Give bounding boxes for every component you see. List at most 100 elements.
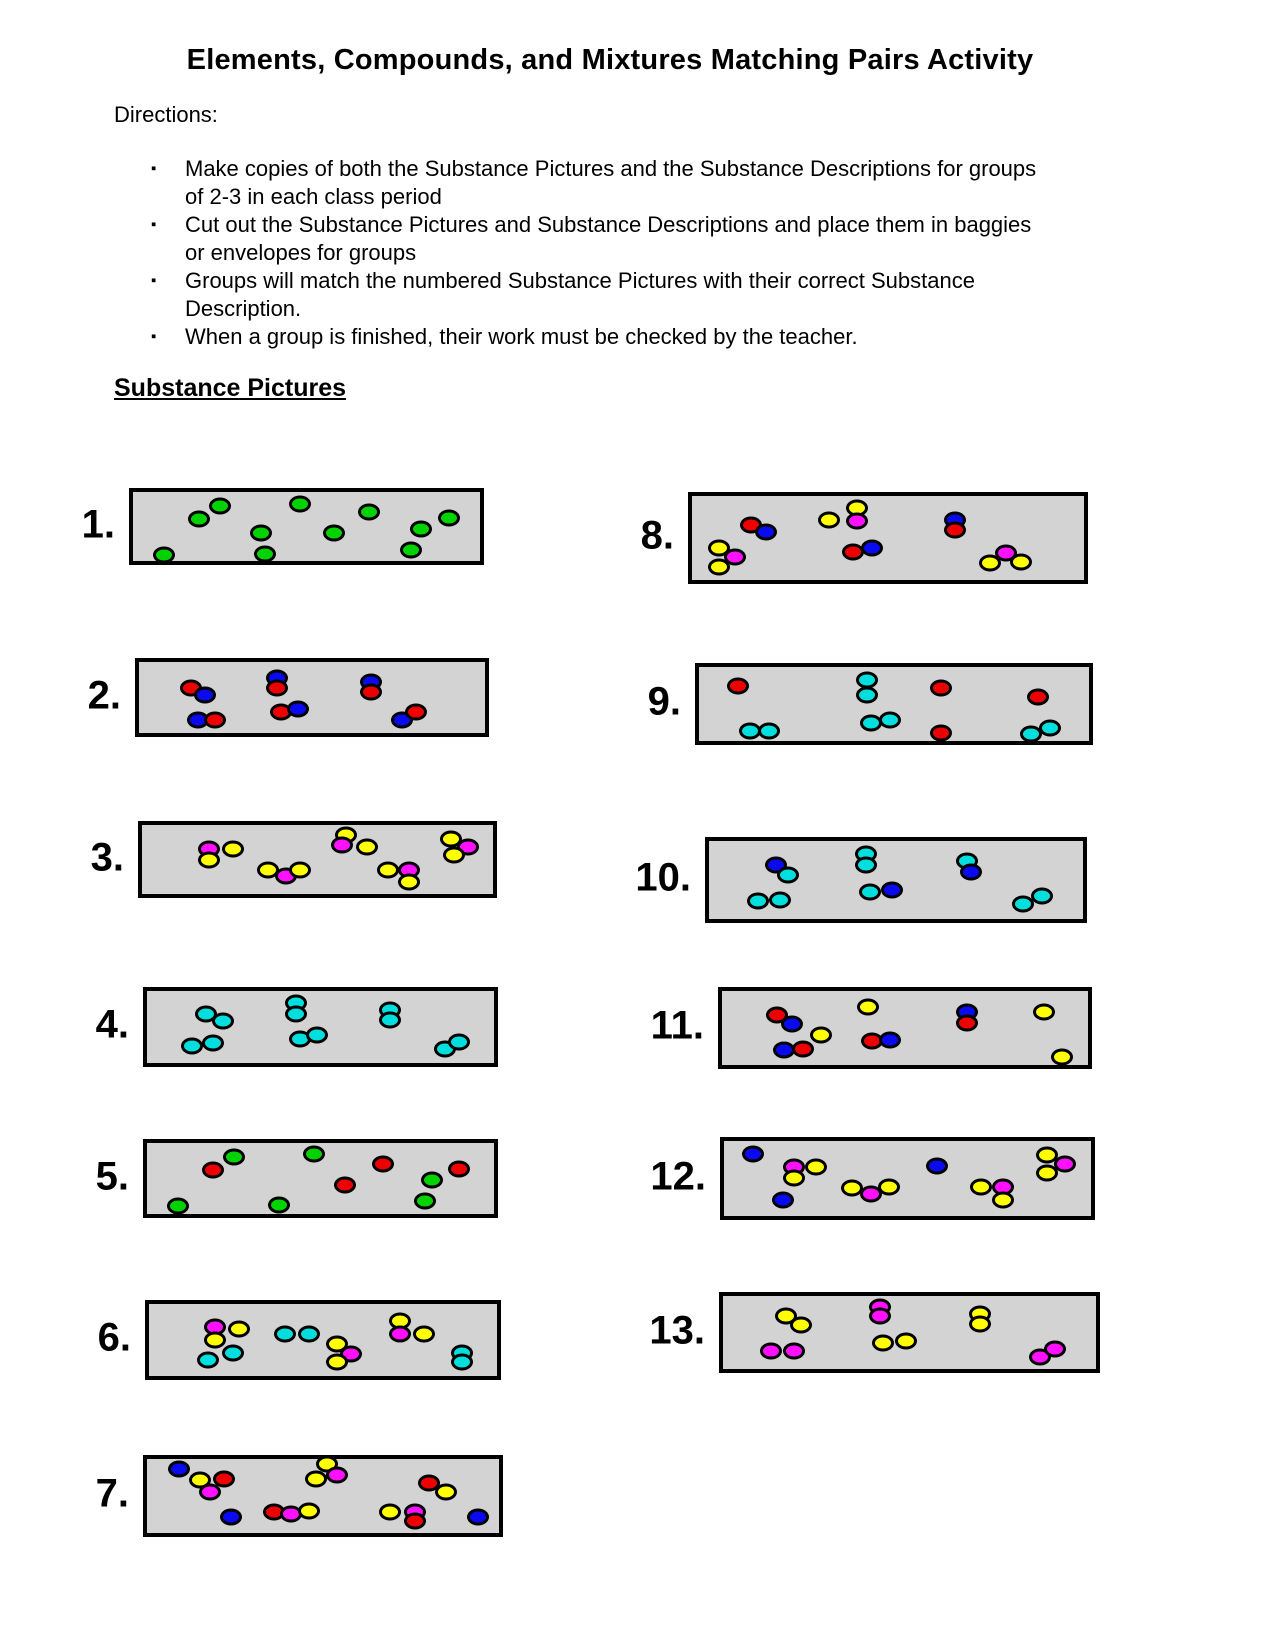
- directions-label: Directions:: [114, 102, 218, 127]
- green-atom: [399, 541, 422, 559]
- green-atom: [187, 510, 210, 528]
- yellow-atom: [809, 1026, 832, 1044]
- green-atom: [222, 1148, 245, 1166]
- yellow-atom: [304, 1470, 327, 1488]
- red-atom: [371, 1155, 394, 1173]
- yellow-atom: [222, 840, 245, 858]
- box-number-8: 8.: [640, 513, 674, 558]
- cyan-atom: [1030, 887, 1053, 905]
- cyan-atom: [448, 1033, 471, 1051]
- red-atom: [448, 1160, 471, 1178]
- green-atom: [420, 1171, 443, 1189]
- green-atom: [250, 524, 273, 542]
- box-number-4: 4.: [95, 1002, 129, 1047]
- blue-atom: [925, 1157, 948, 1175]
- substance-pictures-heading: Substance Pictures: [114, 374, 347, 402]
- direction-item: Cut out the Substance Pictures and Subst…: [151, 211, 1055, 267]
- red-atom: [417, 1474, 440, 1492]
- magenta-atom: [868, 1307, 891, 1325]
- green-atom: [153, 546, 176, 564]
- blue-atom: [167, 1460, 190, 1478]
- yellow-atom: [872, 1334, 895, 1352]
- box-number-2: 2.: [87, 673, 121, 718]
- green-atom: [167, 1197, 190, 1215]
- magenta-atom: [845, 512, 868, 530]
- red-atom: [727, 677, 749, 694]
- green-atom: [302, 1145, 325, 1163]
- yellow-atom: [804, 1158, 827, 1176]
- box-number-7: 7.: [95, 1471, 129, 1516]
- yellow-atom: [969, 1315, 992, 1333]
- yellow-atom: [397, 873, 420, 891]
- yellow-atom: [818, 511, 841, 529]
- box-number-1: 1.: [81, 502, 115, 547]
- yellow-atom: [355, 838, 378, 856]
- box-number-12: 12.: [650, 1154, 706, 1199]
- cyan-atom: [1019, 725, 1042, 743]
- substance-box-5: [143, 1139, 498, 1218]
- blue-atom: [220, 1508, 243, 1526]
- red-atom: [404, 703, 427, 721]
- magenta-atom: [199, 1483, 222, 1501]
- direction-item: Make copies of both the Substance Pictur…: [151, 155, 1055, 211]
- green-atom: [413, 1192, 436, 1209]
- substance-box-9: [695, 663, 1093, 745]
- yellow-atom: [435, 1483, 458, 1501]
- magenta-atom: [1054, 1155, 1077, 1173]
- blue-atom: [879, 1031, 902, 1049]
- yellow-atom: [969, 1178, 992, 1196]
- substance-box-2: [135, 658, 489, 737]
- magenta-atom: [326, 1466, 349, 1484]
- magenta-atom: [782, 1342, 805, 1360]
- magenta-atom: [859, 1185, 882, 1203]
- cyan-atom: [855, 856, 878, 874]
- magenta-atom: [760, 1342, 783, 1360]
- yellow-atom: [878, 1178, 901, 1196]
- substance-box-13: [719, 1292, 1100, 1373]
- red-atom: [956, 1014, 979, 1032]
- box-number-9: 9.: [647, 679, 681, 724]
- substance-box-10: [705, 837, 1087, 923]
- box-number-11: 11.: [650, 1003, 704, 1048]
- blue-atom: [193, 686, 216, 704]
- yellow-atom: [1033, 1003, 1056, 1021]
- red-atom: [213, 1470, 236, 1488]
- yellow-atom: [228, 1320, 251, 1338]
- green-atom: [323, 524, 346, 542]
- yellow-atom: [288, 861, 311, 879]
- substance-box-3: [138, 821, 497, 898]
- page-title: Elements, Compounds, and Mixtures Matchi…: [186, 44, 1034, 76]
- box-number-6: 6.: [97, 1315, 131, 1360]
- red-atom: [266, 679, 289, 697]
- green-atom: [410, 520, 432, 538]
- blue-atom: [466, 1508, 489, 1526]
- yellow-atom: [197, 851, 220, 869]
- substance-box-12: [720, 1137, 1095, 1220]
- substance-box-1: [129, 488, 484, 565]
- cyan-atom: [1039, 719, 1061, 737]
- direction-item: Groups will match the numbered Substance…: [151, 267, 1055, 323]
- yellow-atom: [1035, 1146, 1058, 1163]
- cyan-atom: [746, 892, 769, 910]
- yellow-atom: [376, 861, 399, 879]
- cyan-atom: [855, 686, 878, 704]
- cyan-atom: [306, 1026, 329, 1044]
- magenta-atom: [1043, 1340, 1066, 1358]
- cyan-atom: [451, 1353, 474, 1371]
- blue-atom: [755, 523, 778, 541]
- yellow-atom: [412, 1325, 435, 1343]
- red-atom: [359, 683, 382, 701]
- yellow-atom: [782, 1169, 805, 1187]
- cyan-atom: [1012, 895, 1035, 913]
- substance-box-8: [688, 492, 1088, 584]
- yellow-atom: [443, 846, 466, 864]
- cyan-atom: [378, 1011, 401, 1029]
- green-atom: [208, 497, 231, 515]
- yellow-atom: [325, 1353, 348, 1371]
- blue-atom: [780, 1015, 803, 1033]
- direction-item: When a group is finished, their work mus…: [151, 323, 1055, 351]
- green-atom: [437, 509, 460, 527]
- red-atom: [929, 724, 952, 742]
- yellow-atom: [204, 1331, 227, 1349]
- yellow-atom: [790, 1316, 813, 1334]
